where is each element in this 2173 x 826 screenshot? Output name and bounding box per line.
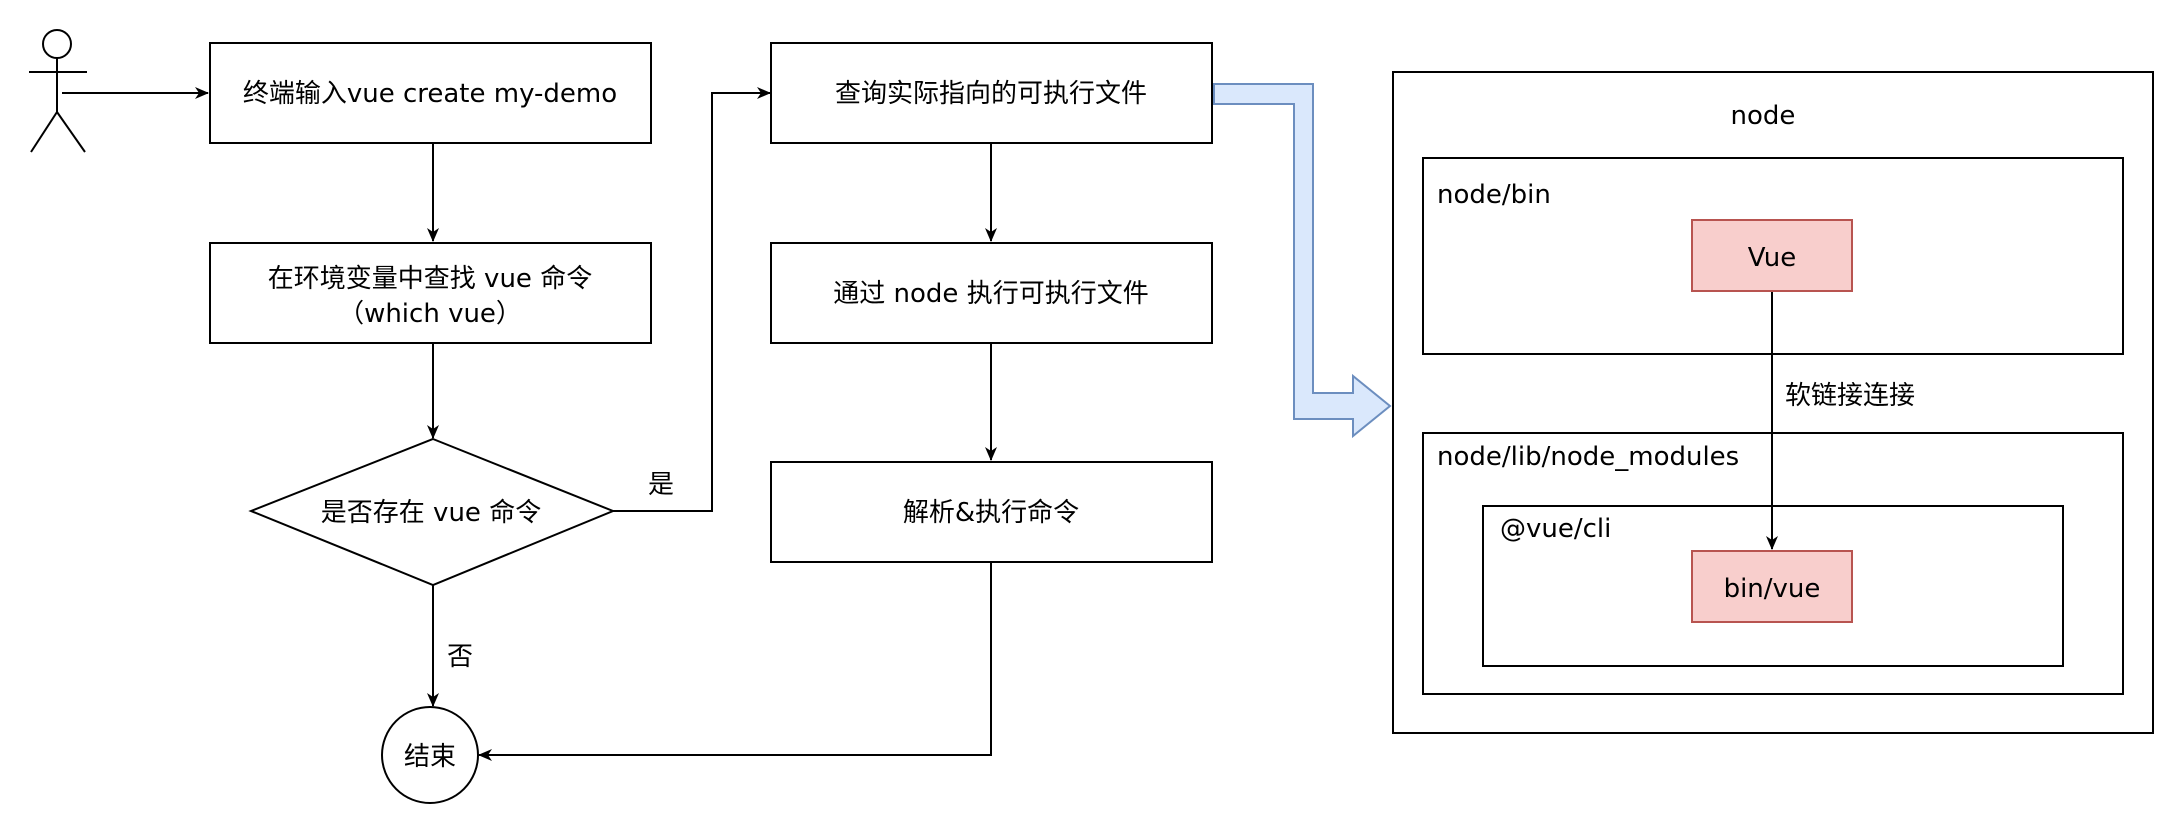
flow-step-parse-execute-label: 解析&执行命令 [903, 498, 1079, 528]
decision-vue-exists[interactable]: 是否存在 vue 命令 [248, 437, 616, 587]
bin-vue-box-label: bin/vue [1724, 574, 1821, 604]
flow-step-run-with-node[interactable]: 通过 node 执行可执行文件 [770, 242, 1213, 344]
flow-step-search-env[interactable]: 在环境变量中查找 vue 命令 （which vue） [209, 242, 652, 344]
flow-step-resolve-target[interactable]: 查询实际指向的可执行文件 [770, 42, 1213, 144]
end-node[interactable]: 结束 [381, 706, 479, 804]
vue-bin-box[interactable]: Vue [1691, 219, 1853, 292]
vue-cli-group-label: @vue/cli [1500, 514, 1611, 544]
yes-branch-label: 是 [648, 470, 674, 500]
flow-connectors [62, 87, 997, 761]
flow-step-parse-execute[interactable]: 解析&执行命令 [770, 461, 1213, 563]
link-arrow-to-node-panel [1213, 83, 1392, 439]
flow-step-resolve-target-label: 查询实际指向的可执行文件 [835, 79, 1147, 109]
node-bin-group-label: node/bin [1437, 180, 1551, 210]
decision-vue-exists-label: 是否存在 vue 命令 [321, 498, 541, 528]
flow-step-run-with-node-label: 通过 node 执行可执行文件 [833, 279, 1148, 309]
flow-step-terminal-input-label: 终端输入vue create my-demo [243, 79, 617, 109]
no-branch-label: 否 [447, 642, 473, 672]
flow-step-terminal-input[interactable]: 终端输入vue create my-demo [209, 42, 652, 144]
connector-decision-yes [613, 87, 771, 512]
actor-icon [29, 29, 87, 153]
node-panel-title: node [1731, 101, 1796, 131]
flow-step-search-env-label: 在环境变量中查找 vue 命令 [268, 264, 592, 294]
symlink-label: 软链接连接 [1785, 381, 1915, 411]
connector-step5-to-end [478, 563, 992, 761]
node-modules-group-label: node/lib/node_modules [1437, 442, 1739, 472]
end-node-label: 结束 [404, 742, 456, 772]
symlink-label-background [1782, 377, 1928, 413]
bin-vue-box[interactable]: bin/vue [1691, 550, 1853, 623]
vue-bin-box-label: Vue [1748, 243, 1797, 273]
flow-step-search-env-sublabel: （which vue） [338, 299, 522, 329]
